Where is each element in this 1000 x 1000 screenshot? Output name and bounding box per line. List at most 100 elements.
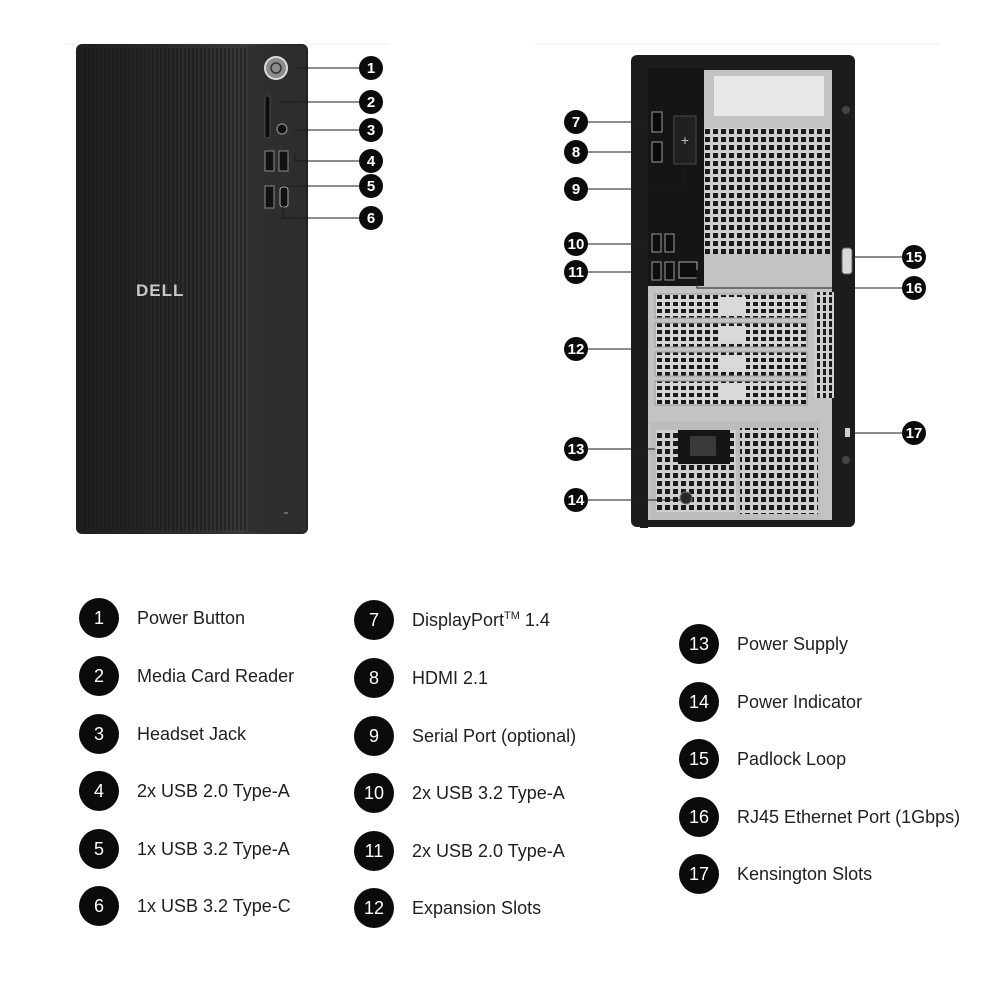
legend-number-badge: 5 [79,829,119,869]
callout-10: 10 [564,232,588,256]
legend-label: Power Button [137,607,246,628]
rear-leader-lines [588,121,902,501]
legend-label: 2x USB 2.0 Type-A [412,840,565,861]
legend-label: Expansion Slots [412,897,542,918]
front-io-strip [248,46,306,532]
callout-14: 14 [564,488,588,512]
svg-text:12: 12 [568,341,585,358]
legend-item-usb32-rear: 10 2x USB 3.2 Type-A [354,772,565,814]
rj45-port[interactable] [678,261,698,279]
front-leader-lines [280,67,359,219]
legend-item-kensington: 17 Kensington Slots [679,853,872,895]
headset-jack-icon[interactable] [276,123,288,135]
svg-text:3: 3 [367,122,375,139]
serial-port-cover[interactable] [673,115,697,165]
usb2-front-ports[interactable] [264,150,289,172]
usb32-rear-ports[interactable] [651,233,675,253]
trademark-superscript: TM [504,609,520,622]
callout-2: 2 [359,90,383,114]
hdmi-port[interactable] [651,141,663,163]
legend-label: RJ45 Ethernet Port (1Gbps) [737,806,961,827]
legend-number-badge: 8 [354,658,394,698]
rear-io-panel [648,68,704,286]
legend-number-badge: 11 [354,831,394,871]
legend-label: Headset Jack [137,723,247,744]
legend-item-usb2-rear: 11 2x USB 2.0 Type-A [354,830,565,872]
legend-label: Serial Port (optional) [412,725,577,746]
legend-item-padlock-loop: 15 Padlock Loop [679,738,846,780]
front-indicator [284,512,288,514]
svg-text:17: 17 [906,425,923,442]
svg-text:15: 15 [906,249,923,266]
legend-label-suffix: 1.4 [519,609,550,630]
svg-text:9: 9 [572,181,580,198]
callout-9: 9 [564,177,588,201]
legend-number-badge: 3 [79,714,119,754]
legend-item-hdmi: 8 HDMI 2.1 [354,657,488,699]
legend-item-usb2-front: 4 2x USB 2.0 Type-A [79,770,290,812]
legend-number-badge: 12 [354,888,394,928]
svg-text:11: 11 [568,264,584,281]
legend-label-text: DisplayPort [412,609,505,630]
svg-text:1: 1 [367,60,375,77]
svg-text:6: 6 [367,210,375,227]
callout-7: 7 [564,110,588,134]
callout-17: 17 [902,421,926,445]
legend-label: Power Supply [737,633,849,654]
legend-label: Power Indicator [737,691,863,712]
legend-label: Kensington Slots [737,863,873,884]
padlock-loop[interactable] [841,247,853,275]
legend-item-displayport: 7 DisplayPortTM 1.4 [354,599,550,641]
svg-text:2: 2 [367,94,375,111]
callout-5: 5 [359,174,383,198]
callout-13: 13 [564,437,588,461]
legend-item-expansion-slots: 12 Expansion Slots [354,887,541,929]
legend-label: Media Card Reader [137,665,295,686]
callout-12: 12 [564,337,588,361]
svg-text:13: 13 [568,441,585,458]
legend-item-power-supply: 13 Power Supply [679,623,848,665]
legend-item-serial-port: 9 Serial Port (optional) [354,715,576,757]
legend-number-badge: 15 [679,739,719,779]
usb32-type-a-front-port[interactable] [264,185,275,209]
rear-callouts: 7 8 9 10 11 12 13 14 15 16 17 [564,110,926,512]
legend-number-badge: 17 [679,854,719,894]
power-indicator-light [679,491,693,505]
svg-text:16: 16 [906,280,923,297]
legend-item-usb32-type-c-front: 6 1x USB 3.2 Type-C [79,885,291,927]
usb2-rear-ports[interactable] [651,261,675,281]
legend-label: 2x USB 2.0 Type-A [137,780,290,801]
expansion-slots [654,293,808,406]
callout-11: 11 [564,260,588,284]
legend-number-badge: 6 [79,886,119,926]
callout-16: 16 [902,276,926,300]
product-diagram: DELL 1 2 3 4 5 6 [65,43,940,534]
callout-8: 8 [564,140,588,164]
legend-number-badge: 1 [79,598,119,638]
displayport-port[interactable] [651,111,663,133]
side-vent [814,292,834,398]
usb-type-c-front-port[interactable] [279,186,289,208]
svg-text:+: + [681,132,689,148]
front-view: DELL [76,44,308,534]
dell-logo: DELL [136,281,184,300]
svg-text:10: 10 [568,236,585,253]
rear-fan-grille [704,128,830,254]
callout-6: 6 [359,206,383,230]
power-button-icon[interactable] [264,56,288,80]
kensington-slot[interactable] [845,428,850,437]
legend-item-usb32-type-a-front: 5 1x USB 3.2 Type-A [79,828,290,870]
legend-item-power-indicator: 14 Power Indicator [679,681,862,723]
legend-number-badge: 7 [354,600,394,640]
media-card-reader-slot[interactable] [264,95,271,139]
svg-text:7: 7 [572,114,580,131]
rear-view: + [631,55,855,528]
callout-3: 3 [359,118,383,142]
legend-item-power-button: 1 Power Button [79,597,245,639]
legend-label: 2x USB 3.2 Type-A [412,782,565,803]
svg-text:14: 14 [568,492,585,509]
legend-number-badge: 10 [354,773,394,813]
callout-15: 15 [902,245,926,269]
legend-item-rj45: 16 RJ45 Ethernet Port (1Gbps) [679,796,960,838]
legend-number-badge: 2 [79,656,119,696]
